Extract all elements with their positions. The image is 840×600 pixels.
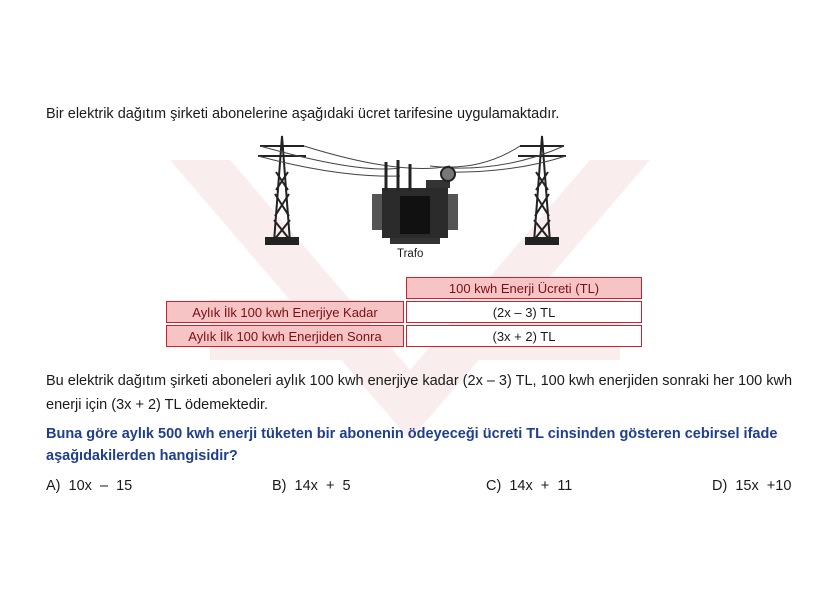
option-c[interactable]: C) 14x + 11: [486, 478, 573, 494]
tariff-table: 100 kwh Enerji Ücreti (TL) Aylık İlk 100…: [166, 277, 642, 349]
tariff-row-label: Aylık İlk 100 kwh Enerjiden Sonra: [166, 325, 404, 347]
tariff-row-label: Aylık İlk 100 kwh Enerjiye Kadar: [166, 301, 404, 323]
option-b[interactable]: B) 14x + 5: [272, 478, 351, 494]
tariff-row-value: (3x + 2) TL: [406, 325, 642, 347]
description-text: Bu elektrik dağıtım şirketi aboneleri ay…: [46, 373, 793, 413]
tariff-column-header: 100 kwh Enerji Ücreti (TL): [406, 277, 642, 299]
transformer-icon: [372, 160, 458, 244]
tariff-row-value: (2x – 3) TL: [406, 301, 642, 323]
right-pylon-icon: [518, 135, 566, 245]
intro-text: Bir elektrik dağıtım şirketi abonelerine…: [46, 106, 560, 122]
power-cables: [257, 145, 567, 177]
question-text: Buna göre aylık 500 kwh enerji tüketen b…: [46, 426, 778, 464]
transformer-label: Trafo: [397, 248, 424, 260]
answer-options: A) 10x – 15 B) 14x + 5 C) 14x + 11 D) 15…: [46, 478, 806, 498]
option-d[interactable]: D) 15x +10: [712, 478, 792, 494]
left-pylon-icon: [258, 135, 306, 245]
power-line-illustration: [257, 135, 567, 245]
option-a[interactable]: A) 10x – 15: [46, 478, 133, 494]
